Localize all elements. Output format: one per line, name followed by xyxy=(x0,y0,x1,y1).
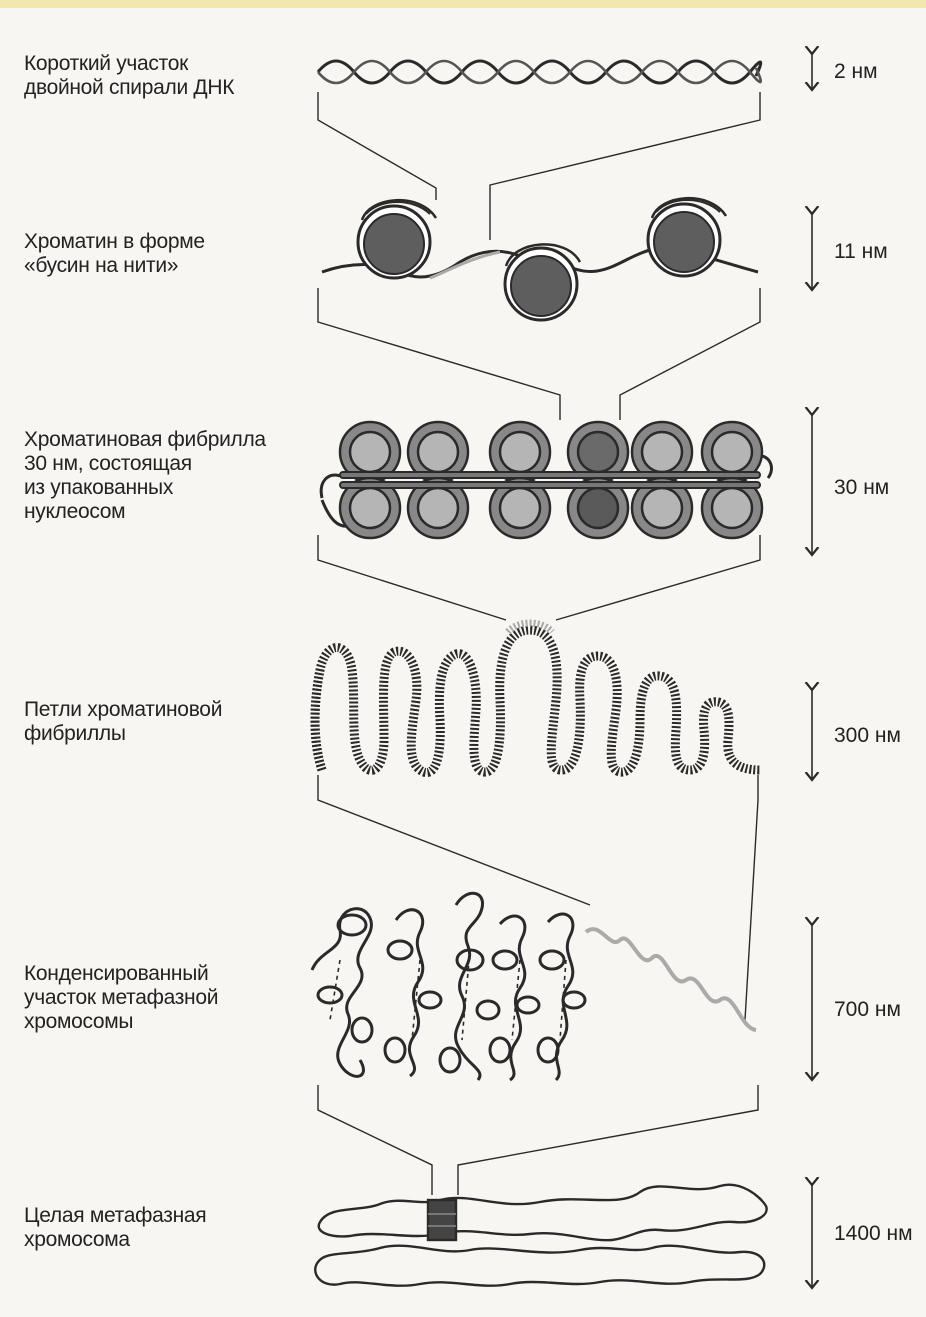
condensed-metaphase-section xyxy=(312,893,756,1080)
nucleosome-bead xyxy=(358,200,436,278)
chromatin-fiber-loops xyxy=(315,623,760,773)
beads-on-string xyxy=(322,198,758,320)
dna-double-helix xyxy=(318,61,761,83)
metaphase-chromosome xyxy=(315,1185,766,1286)
nucleosome-bead xyxy=(648,198,726,276)
fiber-linker-bands xyxy=(340,472,760,488)
chromatin-fiber-30nm xyxy=(321,422,771,538)
